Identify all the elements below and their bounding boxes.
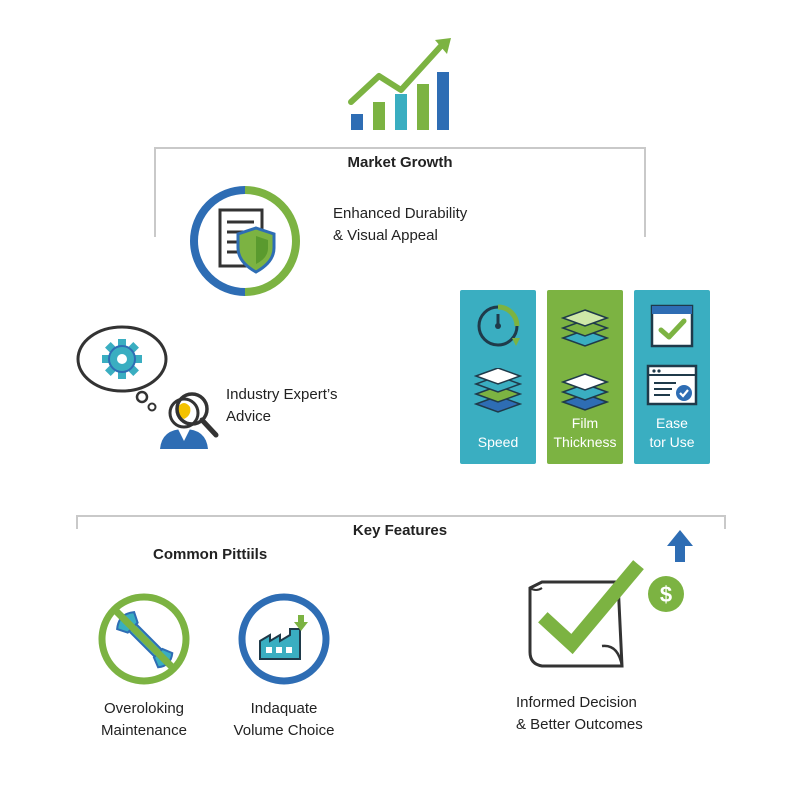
key-features-title: Key Features (352, 522, 448, 539)
expert-gear-thought-icon (74, 323, 224, 455)
gauge-icon (474, 302, 522, 350)
layers-icon (474, 368, 522, 414)
feature-card-film-thickness: Film Thickness (547, 290, 623, 464)
factory-icon (236, 591, 332, 687)
market-growth-title: Market Growth (347, 154, 453, 171)
document-shield-icon (190, 186, 300, 296)
pitfall-label-maintenance: Overoloking Maintenance (101, 700, 187, 739)
document-check-dollar-icon: $ (522, 526, 702, 670)
layers-icon (561, 304, 609, 350)
layers-icon (561, 368, 609, 414)
browser-check-icon (646, 364, 698, 408)
svg-text:$: $ (660, 582, 672, 607)
outcome-label: Informed Decision & Better Outcomes (516, 694, 643, 733)
pitfalls-title: Common Pittiils (153, 546, 268, 563)
key-features-bracket (76, 515, 726, 529)
durability-label: Enhanced Durability & Visual Appeal (333, 205, 468, 244)
checklist-window-icon (650, 304, 694, 348)
no-wrench-icon (96, 591, 192, 687)
market-growth-bracket (154, 147, 646, 237)
expert-label: Industry Expert’s Advice (226, 386, 338, 425)
feature-card-ease-of-use: Ease tor Use (634, 290, 710, 464)
growth-bar-chart-icon (345, 36, 455, 132)
feature-card-speed: Speed (460, 290, 536, 464)
pitfall-label-volume: Indaquate Volume Choice (233, 700, 335, 739)
